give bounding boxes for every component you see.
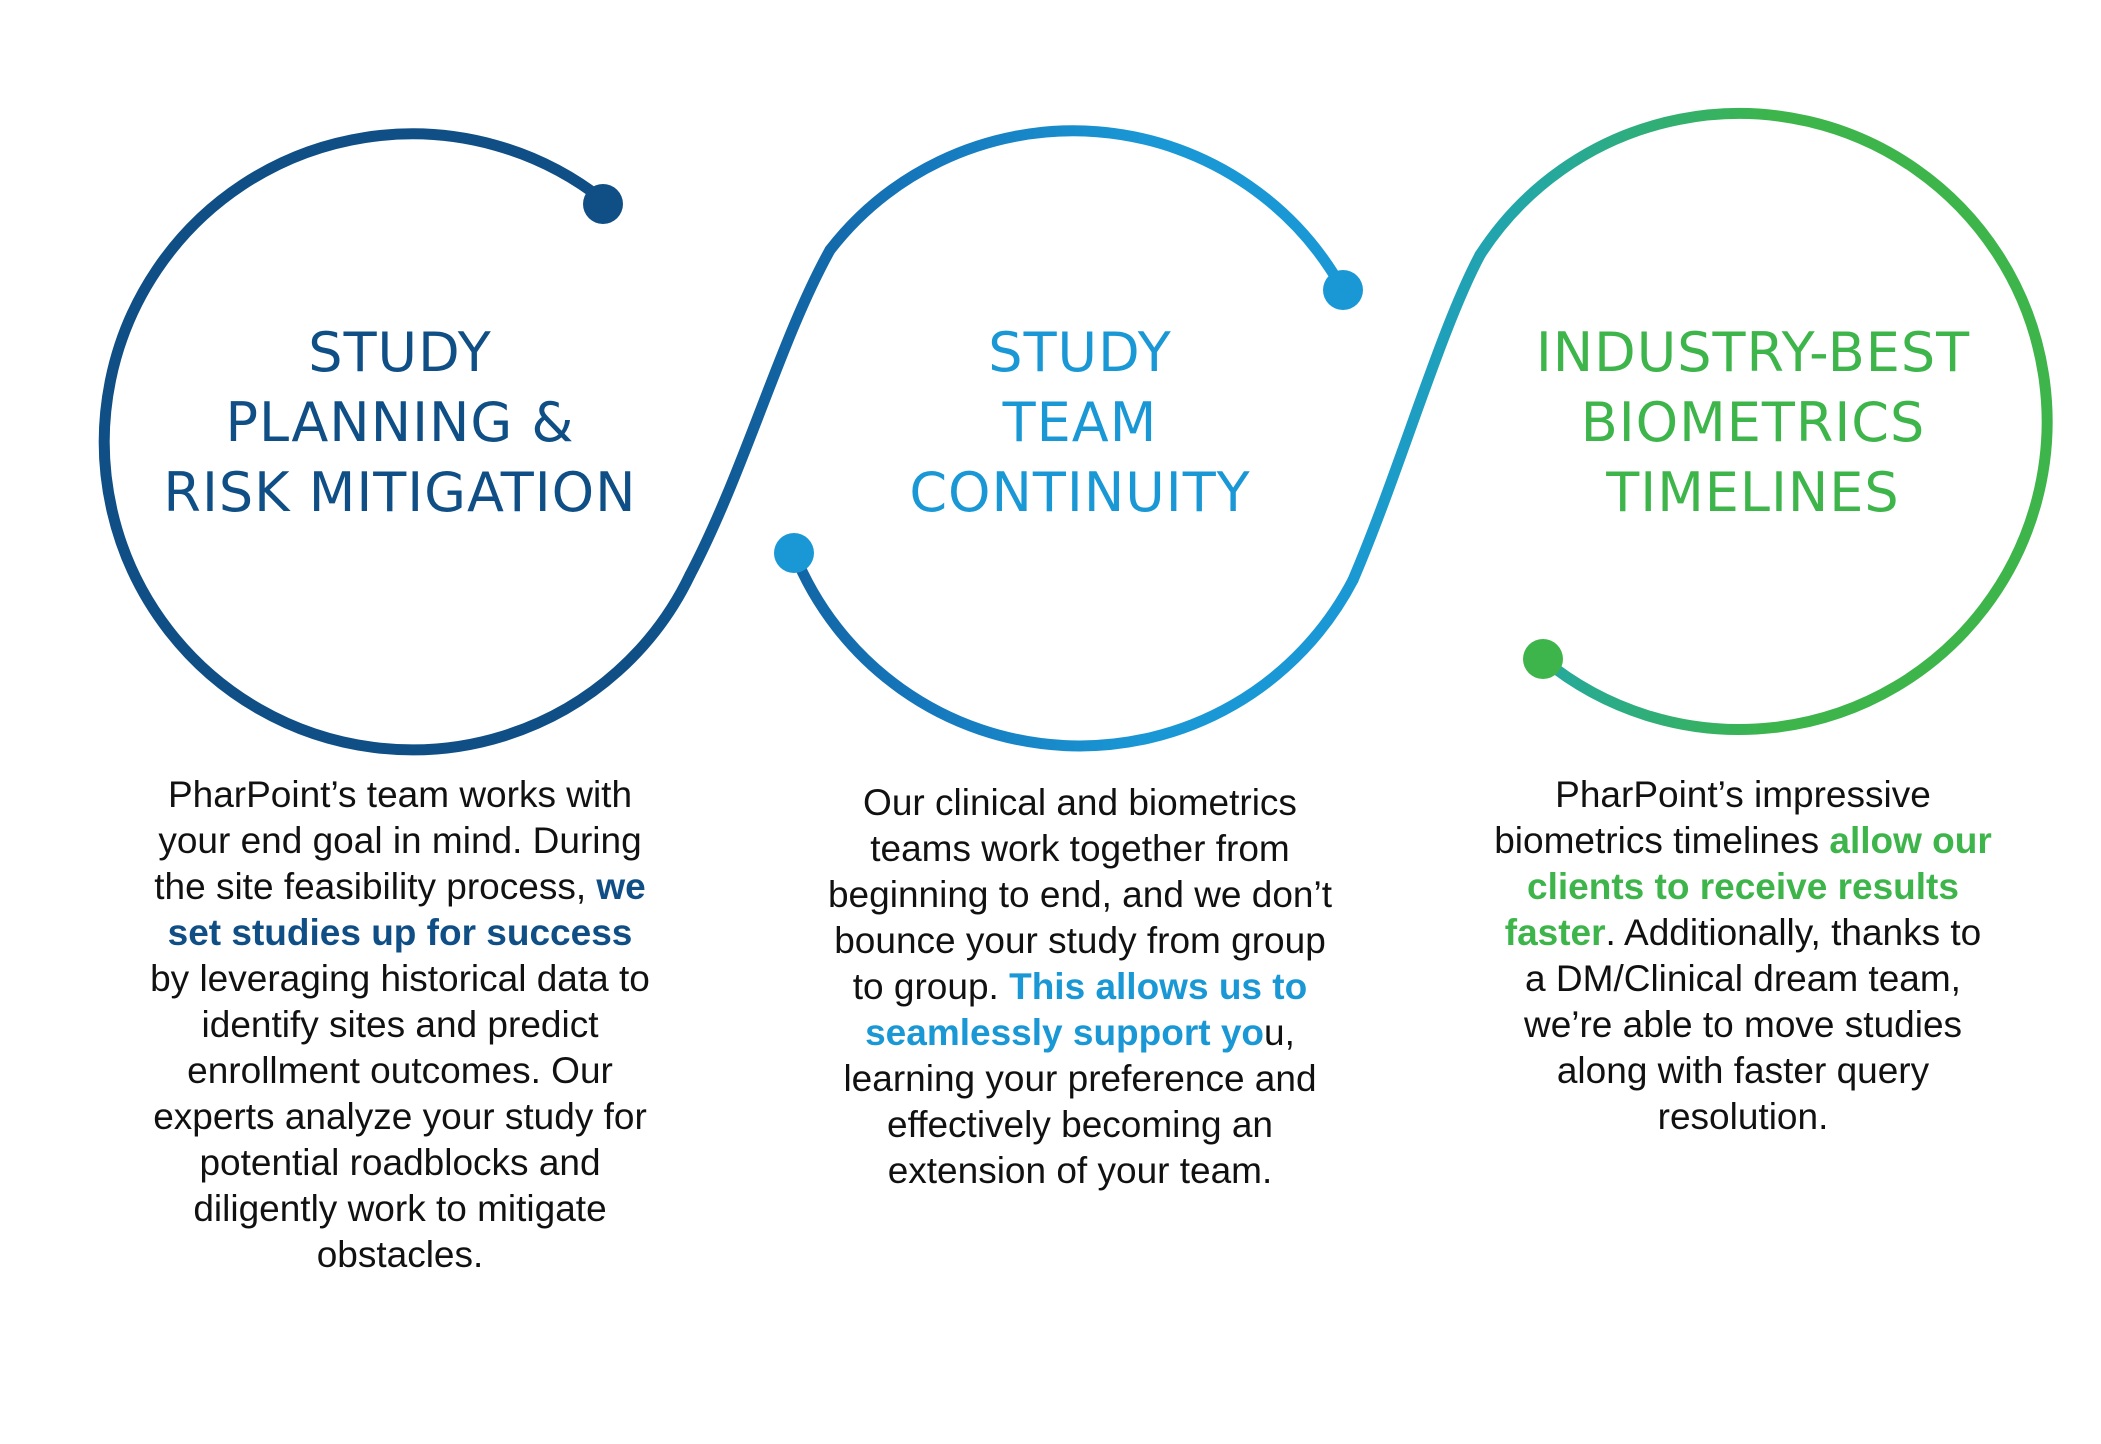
body-line: along with faster query: [1433, 1048, 2053, 1094]
heading-line: CONTINUITY: [909, 461, 1251, 524]
body-line: your end goal in mind. During: [90, 818, 710, 864]
heading-study-planning: STUDY PLANNING & RISK MITIGATION: [100, 318, 700, 528]
heading-line: PLANNING &: [225, 391, 575, 454]
heading-line: BIOMETRICS: [1580, 391, 1926, 454]
body-line: the site feasibility process, we: [90, 864, 710, 910]
body-line: a DM/Clinical dream team,: [1433, 956, 2053, 1002]
body-text-segment: experts analyze your study for: [153, 1096, 647, 1137]
heading-study-team-continuity: STUDY TEAM CONTINUITY: [780, 318, 1380, 528]
body-text-segment: potential roadblocks and: [199, 1142, 601, 1183]
body-text-segment: the site feasibility process,: [154, 866, 597, 907]
heading-line: INDUSTRY-BEST: [1535, 321, 1971, 384]
endpoint-dot-navy: [583, 184, 623, 224]
description-study-planning: PharPoint’s team works with your end goal…: [90, 772, 710, 1278]
body-text-segment: teams work together from: [870, 828, 1290, 869]
body-line: learning your preference and: [770, 1056, 1390, 1102]
highlighted-text: seamlessly support yo: [865, 1012, 1265, 1053]
body-line: potential roadblocks and: [90, 1140, 710, 1186]
body-line: identify sites and predict: [90, 1002, 710, 1048]
body-line: we’re able to move studies: [1433, 1002, 2053, 1048]
body-text-segment: Our clinical and biometrics: [863, 782, 1297, 823]
body-line: faster. Additionally, thanks to: [1433, 910, 2053, 956]
body-line: PharPoint’s team works with: [90, 772, 710, 818]
body-line: biometrics timelines allow our: [1433, 818, 2053, 864]
body-line: set studies up for success: [90, 910, 710, 956]
body-text-segment: beginning to end, and we don’t: [827, 874, 1333, 915]
body-text-segment: a DM/Clinical dream team,: [1525, 958, 1961, 999]
body-text-segment: enrollment outcomes. Our: [187, 1050, 613, 1091]
body-line: diligently work to mitigate: [90, 1186, 710, 1232]
body-line: teams work together from: [770, 826, 1390, 872]
body-line: clients to receive results: [1433, 864, 2053, 910]
body-line: PharPoint’s impressive: [1433, 772, 2053, 818]
body-line: bounce your study from group: [770, 918, 1390, 964]
description-study-team-continuity: Our clinical and biometrics teams work to…: [770, 780, 1390, 1194]
body-text-segment: resolution.: [1657, 1096, 1829, 1137]
body-line: extension of your team.: [770, 1148, 1390, 1194]
connector-center-right: [1347, 249, 1486, 586]
body-line: by leveraging historical data to: [90, 956, 710, 1002]
body-text-segment: PharPoint’s team works with: [167, 774, 633, 815]
heading-biometrics-timelines: INDUSTRY-BEST BIOMETRICS TIMELINES: [1453, 318, 2053, 528]
body-text-segment: biometrics timelines: [1494, 820, 1830, 861]
body-text-segment: by leveraging historical data to: [150, 958, 650, 999]
body-line: Our clinical and biometrics: [770, 780, 1390, 826]
highlighted-text: clients to receive results: [1527, 866, 1959, 907]
body-text-segment: bounce your study from group: [834, 920, 1326, 961]
body-text-segment: diligently work to mitigate: [193, 1188, 607, 1229]
heading-line: STUDY: [988, 321, 1172, 384]
body-text-segment: PharPoint’s impressive: [1555, 774, 1931, 815]
body-line: seamlessly support you,: [770, 1010, 1390, 1056]
body-text-segment: obstacles.: [316, 1234, 484, 1275]
body-text-segment: to group.: [852, 966, 1010, 1007]
body-text-segment: identify sites and predict: [201, 1004, 599, 1045]
heading-line: TIMELINES: [1606, 461, 1900, 524]
highlighted-text: set studies up for success: [167, 912, 633, 953]
endpoint-dot-green: [1523, 639, 1563, 679]
highlighted-text: allow our: [1829, 820, 1992, 861]
connector-left-center: [684, 244, 836, 581]
body-line: beginning to end, and we don’t: [770, 872, 1390, 918]
loop-study-planning: [98, 128, 696, 756]
heading-line: TEAM: [1002, 391, 1158, 454]
body-line: enrollment outcomes. Our: [90, 1048, 710, 1094]
heading-line: RISK MITIGATION: [163, 461, 637, 524]
body-text-segment: effectively becoming an: [887, 1104, 1273, 1145]
highlighted-text: we: [596, 866, 646, 907]
body-text-segment: learning your preference and: [843, 1058, 1317, 1099]
endpoint-dot-blue-top: [1323, 270, 1363, 310]
body-line: experts analyze your study for: [90, 1094, 710, 1140]
body-text-segment: u,: [1264, 1012, 1295, 1053]
body-line: obstacles.: [90, 1232, 710, 1278]
endpoint-dot-blue-bottom: [774, 533, 814, 573]
body-line: resolution.: [1433, 1094, 2053, 1140]
body-text-segment: . Additionally, thanks to: [1605, 912, 1982, 953]
body-line: effectively becoming an: [770, 1102, 1390, 1148]
heading-line: STUDY: [308, 321, 492, 384]
loop-biometrics: [1474, 108, 2053, 735]
body-text-segment: your end goal in mind. During: [158, 820, 642, 861]
body-text-segment: we’re able to move studies: [1523, 1004, 1963, 1045]
body-line: to group. This allows us to: [770, 964, 1390, 1010]
highlighted-text: faster: [1504, 912, 1606, 953]
loop-study-team-bottom: [788, 547, 1359, 752]
highlighted-text: This allows us to: [1009, 966, 1308, 1007]
body-text-segment: extension of your team.: [887, 1150, 1273, 1191]
loop-study-team-top: [824, 125, 1349, 296]
body-text-segment: along with faster query: [1556, 1050, 1930, 1091]
